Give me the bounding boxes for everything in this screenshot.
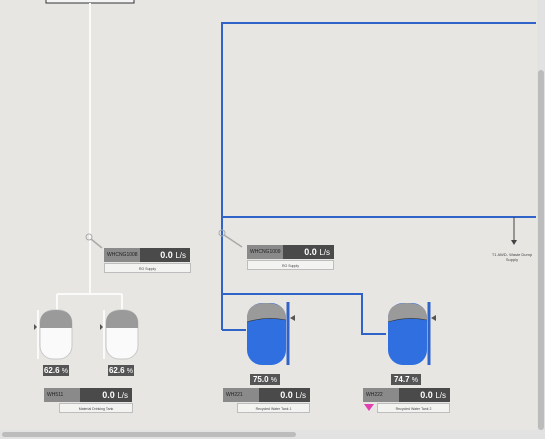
flow-meter-tag: WHCNG1008: [104, 248, 140, 262]
tank-recycled-1: [246, 302, 295, 365]
flow-meter-recycled-2[interactable]: WH222 0.0 L/s: [363, 388, 450, 402]
flow-meter-ro-1[interactable]: WHCNG1008 0.0 L/s: [104, 248, 190, 262]
flow-meter-caption: RO Supply: [247, 260, 334, 270]
flow-meter-value: 0.0 L/s: [283, 245, 334, 259]
dump-arrow-icon: [511, 240, 517, 245]
tank-ro-1: [34, 309, 73, 360]
tank-level-recycled-2: 74.7 %: [391, 374, 421, 385]
flow-meter-recycled-1[interactable]: WH221 0.0 L/s: [223, 388, 310, 402]
vertical-scrollbar-thumb[interactable]: [538, 70, 544, 430]
flow-meter-tag: WH222: [363, 388, 399, 402]
flow-meter-tag: WH221: [223, 388, 259, 402]
flow-meter-tag: WH511: [44, 388, 80, 402]
flow-meter-ro-2[interactable]: WHCNG1009 0.0 L/s: [247, 245, 334, 259]
flow-meter-value: 0.0 L/s: [399, 388, 450, 402]
flow-meter-tag: WHCNG1009: [247, 245, 283, 259]
tank-level-recycled-1: 75.0 %: [250, 374, 280, 385]
tank-level-ro-1: 62.6 %: [43, 365, 69, 376]
horizontal-scrollbar-thumb[interactable]: [2, 432, 296, 437]
flow-meter-value: 0.0 L/s: [259, 388, 310, 402]
flow-meter-drinking[interactable]: WH511 0.0 L/s: [44, 388, 132, 402]
top-panel-edge: [45, 0, 135, 4]
vertical-scrollbar[interactable]: [537, 0, 545, 430]
blue-pipe-tank2: [222, 293, 386, 335]
flow-meter-value: 0.0 L/s: [80, 388, 132, 402]
tank-recycled-2: [387, 302, 436, 365]
flow-meter-caption: Recycled Water Tank 1: [237, 403, 310, 413]
valve-icon-1: [85, 233, 103, 249]
tank-ro-2: [100, 309, 139, 360]
horizontal-scrollbar[interactable]: [0, 430, 545, 439]
flow-meter-caption: Recycled Water Tank 2: [377, 403, 450, 413]
flow-meter-value: 0.0 L/s: [140, 248, 190, 262]
tank-level-ro-2: 62.6 %: [108, 365, 134, 376]
flow-meter-caption: Material Drinking Tank: [59, 403, 133, 413]
dump-supply-label: T1 AWD- Waste Dump Supply: [491, 252, 533, 262]
flow-meter-caption: RO Supply: [104, 263, 191, 273]
alarm-icon: [364, 404, 374, 411]
blue-pipe-main: [221, 22, 536, 330]
valve-icon-2: [218, 229, 243, 248]
